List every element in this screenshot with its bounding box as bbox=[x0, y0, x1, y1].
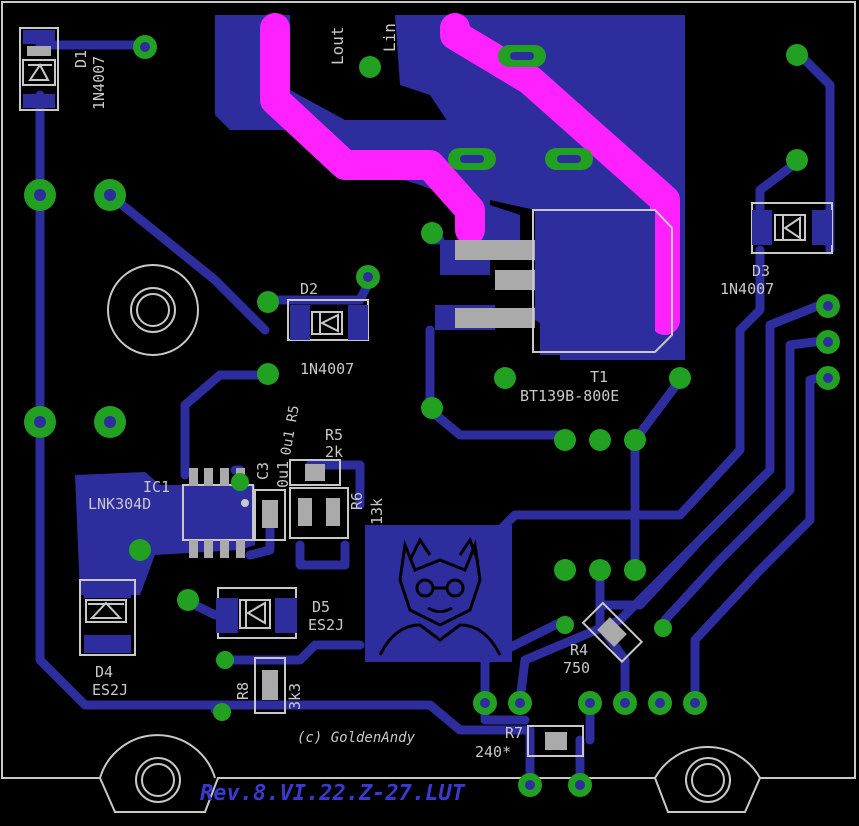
d4-footprint bbox=[79, 579, 136, 656]
r8-value-label: 3k3 bbox=[286, 683, 304, 710]
t1-footprint bbox=[455, 209, 673, 355]
lout-label: Lout bbox=[328, 26, 347, 65]
mascot-logo bbox=[378, 536, 502, 656]
c3-name-label: C3 bbox=[254, 462, 272, 480]
d1-name-label: D1 bbox=[72, 50, 90, 68]
top-traces bbox=[260, 13, 680, 335]
d5-value-label: ES2J bbox=[308, 616, 344, 634]
through-hole-pads bbox=[24, 35, 840, 797]
d2-name-label: D2 bbox=[300, 280, 318, 298]
d1-footprint bbox=[19, 27, 59, 111]
t1-value-label: BT139B-800E bbox=[520, 387, 619, 405]
d1-value-label: 1N4007 bbox=[90, 56, 108, 110]
r6-value-label: 13k bbox=[368, 498, 386, 525]
r6-name-label: R6 bbox=[348, 492, 366, 510]
rotated-value-label: 0u1 R5 bbox=[278, 404, 303, 457]
r8-name-label: R8 bbox=[234, 682, 252, 700]
d5-name-label: D5 bbox=[312, 598, 330, 616]
r7-value-label: 240* bbox=[475, 743, 511, 761]
d4-name-label: D4 bbox=[95, 663, 113, 681]
ic1-name-label: IC1 bbox=[143, 478, 170, 496]
d2-footprint bbox=[287, 299, 369, 341]
revision-label: Rev.8.VI.22.Z-27.LUT bbox=[200, 781, 466, 806]
smd-passives bbox=[254, 459, 644, 757]
r7-name-label: R7 bbox=[505, 724, 523, 742]
r5-value-label: 2k bbox=[325, 443, 343, 461]
lin-label: Lin bbox=[380, 23, 399, 52]
r4-value-label: 750 bbox=[563, 659, 590, 677]
d3-value-label: 1N4007 bbox=[720, 280, 774, 298]
c3-value-label: 0u1 bbox=[274, 461, 292, 488]
r4-name-label: R4 bbox=[570, 641, 588, 659]
d5-footprint bbox=[216, 587, 297, 639]
mounting-holes bbox=[99, 264, 761, 803]
copyright-label: (c) GoldenAndy bbox=[297, 730, 416, 746]
d3-name-label: D3 bbox=[752, 262, 770, 280]
d4-value-label: ES2J bbox=[92, 681, 128, 699]
silkscreen-labels: Lout Lin D1 1N4007 D2 1N4007 D3 1N4007 T… bbox=[72, 23, 774, 806]
ic1-value-label: LNK304D bbox=[88, 495, 151, 513]
t1-name-label: T1 bbox=[590, 368, 608, 386]
d3-footprint bbox=[751, 202, 833, 254]
r5-name-label: R5 bbox=[325, 426, 343, 444]
d2-value-label: 1N4007 bbox=[300, 360, 354, 378]
copper-pour-ic bbox=[75, 472, 255, 595]
